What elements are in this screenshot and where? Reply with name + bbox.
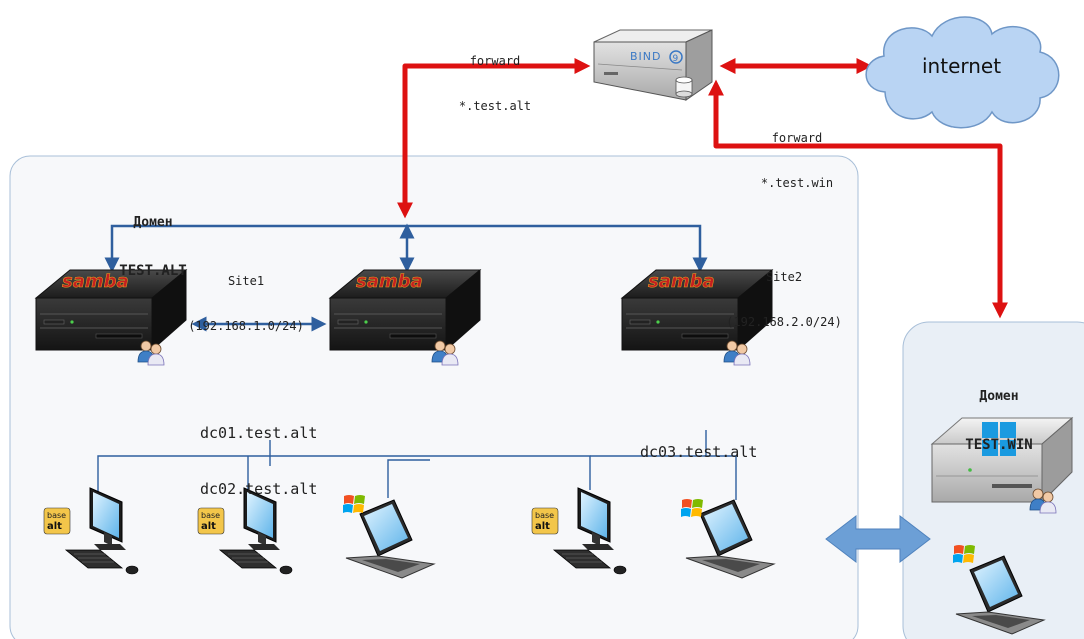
forward-win-zone: *.test.win xyxy=(760,176,834,190)
forward-alt-label: forward *.test.alt xyxy=(440,24,550,129)
forward-win-title: forward xyxy=(771,131,823,145)
badge-line1: base xyxy=(201,511,220,520)
cloud-icon xyxy=(865,16,1060,129)
site2-label: Site2 (192.168.2.0/24) xyxy=(714,240,854,345)
badge-line2: alt xyxy=(201,521,216,532)
windows-server-icon xyxy=(930,416,1074,514)
domain-alt-title: Домен xyxy=(133,214,173,230)
site1-name: Site1 xyxy=(227,274,265,288)
samba-logo: samba xyxy=(62,271,129,292)
replication-links xyxy=(104,223,708,332)
dc03-hostname: dc03.test.alt xyxy=(640,442,758,461)
alt-linux-badge-icon: base alt xyxy=(43,507,71,535)
dc02-hostname: dc02.test.alt xyxy=(200,479,318,498)
samba-logo: samba xyxy=(356,271,423,292)
domain-win-title: Домен xyxy=(979,388,1019,404)
forward-alt-zone: *.test.alt xyxy=(458,99,532,113)
lan-lines xyxy=(97,430,737,500)
samba-logo: samba xyxy=(648,271,715,292)
forward-win-label: forward *.test.win xyxy=(742,101,852,206)
dc03-label: dc03.test.alt xyxy=(640,405,757,480)
domain-win-label: Домен TEST.WIN xyxy=(944,356,1054,471)
alt-linux-badge-icon: base alt xyxy=(197,507,225,535)
domain-alt-name: TEST.ALT xyxy=(119,263,187,280)
site1-subnet: (192.168.1.0/24) xyxy=(188,319,304,333)
workstation-alt-1: base alt xyxy=(43,487,139,575)
samba-server-dc01: samba xyxy=(35,269,187,366)
badge-line2: alt xyxy=(535,521,550,532)
badge-line2: alt xyxy=(47,521,62,532)
domain-win-name: TEST.WIN xyxy=(965,437,1033,454)
badge-line1: base xyxy=(47,511,66,520)
domain-alt-label: Домен TEST.ALT xyxy=(98,182,208,297)
dc01-hostname: dc01.test.alt xyxy=(200,423,318,442)
alt-linux-badge-icon: base alt xyxy=(531,507,559,535)
bind-logo-mark: 9 xyxy=(673,54,679,64)
samba-server-dc03: samba xyxy=(621,269,773,366)
site2-subnet: (192.168.2.0/24) xyxy=(726,315,842,329)
dc01-dc02-label: dc01.test.alt dc02.test.alt xyxy=(200,386,317,517)
site1-label: Site1 (192.168.1.0/24) xyxy=(176,244,316,349)
samba-server-dc02: samba xyxy=(329,269,481,366)
forward-links xyxy=(396,57,1009,319)
forward-alt-title: forward xyxy=(469,54,521,68)
trust-arrow xyxy=(825,514,931,564)
bind-logo-text: BIND xyxy=(630,50,662,63)
workstation-alt-3: base alt xyxy=(531,487,627,575)
bind-server-icon: BIND 9 xyxy=(593,29,713,101)
internet-label: internet xyxy=(922,54,1002,78)
forward-alt-link xyxy=(396,57,591,219)
database-icon xyxy=(675,76,693,98)
site2-name: Site2 xyxy=(765,270,803,284)
forward-win-link xyxy=(707,79,1009,319)
badge-line1: base xyxy=(535,511,554,520)
workstation-alt-2: base alt xyxy=(197,487,293,575)
windows-logo-icon xyxy=(982,422,1016,456)
